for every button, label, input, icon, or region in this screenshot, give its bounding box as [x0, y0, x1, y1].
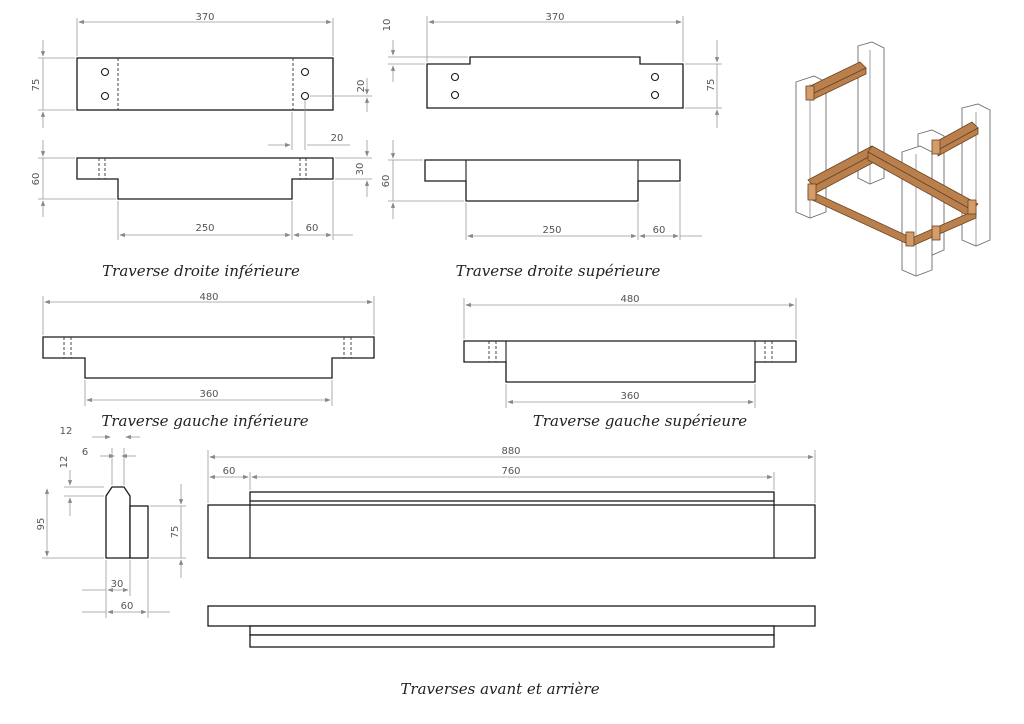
tdi-side-height-dim: 60 — [31, 173, 42, 186]
tav-dimension-lines — [207, 450, 816, 503]
tdi-length-dim: 370 — [195, 12, 214, 23]
section-30-dim: 30 — [111, 579, 124, 590]
caption-tdi: Traverse droite inférieure — [102, 262, 300, 280]
tdi-top-view — [76, 57, 334, 111]
tgi-length-dim: 480 — [199, 292, 218, 303]
section-95-dim: 95 — [36, 518, 47, 531]
caption-tgi: Traverse gauche inférieure — [101, 412, 308, 430]
tdi-mid-dim: 250 — [195, 223, 214, 234]
tgi-front-view — [42, 336, 375, 379]
tds-length-dim: 370 — [545, 12, 564, 23]
caption-tav: Traverses avant et arrière — [400, 680, 599, 698]
tgs-dimension-lines — [463, 298, 797, 408]
tgs-length-dim: 480 — [620, 294, 639, 305]
tgi-mid-dim: 360 — [199, 389, 218, 400]
section-dimension-lines — [42, 434, 186, 618]
tds-dimension-lines — [388, 16, 722, 240]
tds-end-dim: 60 — [653, 225, 666, 236]
tds-top-view — [426, 56, 684, 109]
tdi-height-dim: 75 — [31, 79, 42, 92]
section-12-side-dim: 12 — [59, 456, 70, 469]
tdi-hole-offset-dim: 20 — [331, 133, 344, 144]
section-6-dim: 6 — [82, 447, 88, 458]
section-60-dim: 60 — [121, 601, 134, 612]
tdi-hole-dim: 20 — [356, 80, 367, 93]
tds-height-dim: 75 — [706, 79, 717, 92]
tds-side-height-dim: 60 — [381, 175, 392, 188]
caption-tgs: Traverse gauche supérieure — [533, 412, 747, 430]
rail-section-view — [105, 486, 149, 559]
tgs-mid-dim: 360 — [620, 391, 639, 402]
tds-mid-dim: 250 — [542, 225, 561, 236]
section-75-dim: 75 — [170, 526, 181, 539]
tdi-front-view — [76, 157, 334, 200]
tds-front-view — [424, 159, 681, 202]
assembly-isometric-view — [795, 41, 991, 277]
tds-step-dim: 10 — [382, 19, 393, 32]
tav-mid-dim: 760 — [501, 466, 520, 477]
tav-front-view — [207, 491, 816, 559]
tgs-front-view — [463, 340, 797, 383]
caption-tds: Traverse droite supérieure — [456, 262, 661, 280]
tgi-dimension-lines — [42, 296, 375, 406]
tdi-end-dim: 60 — [306, 223, 319, 234]
tdi-tenon-height-dim: 30 — [355, 163, 366, 176]
tav-length-dim: 880 — [501, 446, 520, 457]
tdi-dimension-lines — [38, 18, 372, 240]
tav-end-dim: 60 — [223, 466, 236, 477]
tav-bottom-view — [207, 605, 816, 648]
section-12-top-dim: 12 — [60, 426, 73, 437]
